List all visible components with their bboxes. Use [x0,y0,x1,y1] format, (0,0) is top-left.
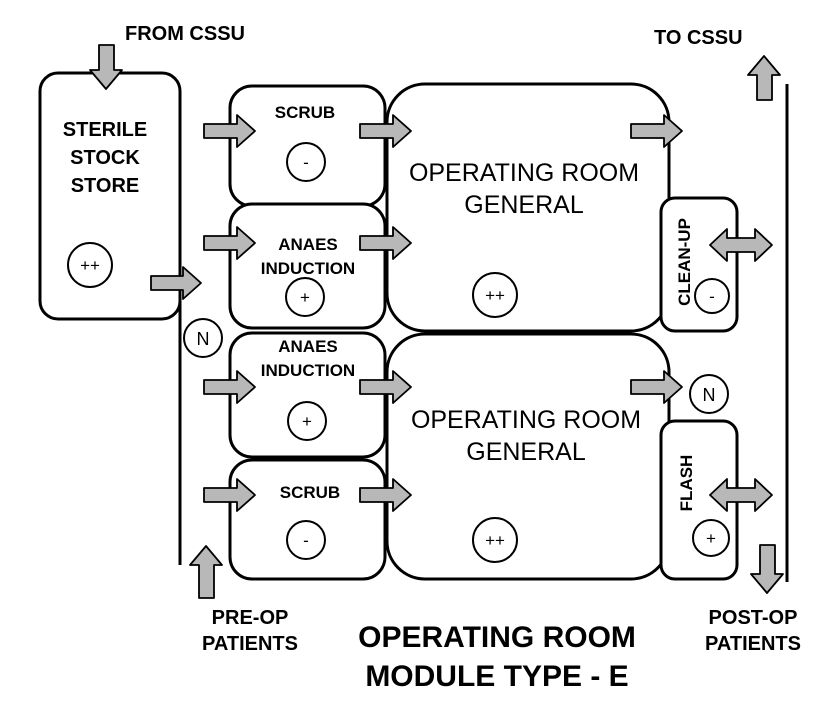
arrow-into-scrub-top-icon [203,114,256,148]
sterile-stock-store-room: STERILE STOCK STORE ++ [38,71,182,321]
anaes-bottom-label-1: ANAES [278,337,338,356]
arrow-scrub-top-to-or-icon [359,114,412,148]
arrow-to-cssu-up-icon [747,55,781,101]
operating-room-top: OPERATING ROOM GENERAL ++ [385,82,671,333]
or-top-pressure-symbol: ++ [485,286,505,305]
operating-room-bottom: OPERATING ROOM GENERAL ++ [385,332,671,581]
anaes-top-pressure-symbol: + [300,288,310,307]
sterile-store-pressure-symbol: ++ [80,256,100,275]
or-bottom-label-2: GENERAL [466,438,586,466]
arrow-anaes-top-to-or-icon [359,226,412,260]
pre-op-label-2: PATIENTS [202,633,298,655]
pre-op-label-1: PRE-OP [212,607,289,629]
post-op-label-1: POST-OP [709,607,798,629]
clean-up-room: CLEAN-UP - [659,196,739,333]
neutral-marker-right [689,374,729,414]
arrow-from-cssu-down-icon [89,44,123,90]
or-top-label-1: OPERATING ROOM [409,159,639,187]
anaes-top-label-2: INDUCTION [261,259,355,278]
arrow-into-scrub-bottom-icon [203,478,256,512]
arrow-scrub-bottom-to-or-icon [359,478,412,512]
or-bottom-pressure-circle [472,517,518,563]
sterile-store-label-2: STOCK [70,147,140,169]
double-arrow-flash-icon [709,478,773,512]
arrow-store-to-corridor-icon [150,266,202,300]
scrub-room-bottom: SCRUB - [228,458,387,581]
scrub-bottom-pressure-circle [286,520,326,560]
scrub-bottom-pressure-symbol: - [303,531,309,550]
sterile-store-label-1: STERILE [63,119,147,141]
neutral-marker-right-label: N [703,385,716,405]
double-arrow-clean-up-icon [709,228,773,262]
from-cssu-label: FROM CSSU [125,23,245,45]
flash-label: FLASH [677,455,696,512]
flash-room: FLASH + [659,419,739,581]
arrow-into-anaes-bottom-icon [203,370,256,404]
anaes-top-label-1: ANAES [278,235,338,254]
anaes-bottom-label-2: INDUCTION [261,361,355,380]
arrow-or-top-out-icon [630,114,683,148]
clean-up-label: CLEAN-UP [675,218,694,306]
sterile-store-pressure-circle [67,242,113,288]
scrub-bottom-label: SCRUB [280,483,340,502]
anaes-bottom-pressure-circle [287,401,327,441]
scrub-room-top: SCRUB - [228,84,387,208]
clean-up-pressure-circle [694,278,730,314]
sterile-store-label-3: STORE [71,175,140,197]
scrub-top-label: SCRUB [275,103,335,122]
flash-pressure-symbol: + [706,529,716,548]
anaes-top-pressure-circle [285,277,325,317]
or-bottom-pressure-symbol: ++ [485,531,505,550]
scrub-top-pressure-circle [286,142,326,182]
or-top-pressure-circle [472,272,518,318]
anaes-induction-room-top: ANAES INDUCTION + [228,202,387,330]
arrow-into-anaes-top-icon [203,226,256,260]
to-cssu-label: TO CSSU [654,27,743,49]
diagram-title-line-1: OPERATING ROOM [358,621,636,654]
post-op-label-2: PATIENTS [705,633,801,655]
or-bottom-label-1: OPERATING ROOM [411,406,641,434]
or-top-label-2: GENERAL [464,191,584,219]
arrow-pre-op-up-icon [189,545,223,599]
arrow-or-bottom-out-icon [630,370,683,404]
neutral-marker-left-label: N [197,329,210,349]
arrow-anaes-bottom-to-or-icon [359,370,412,404]
clean-up-pressure-symbol: - [709,287,715,306]
arrow-post-op-down-icon [750,544,784,594]
diagram-title-line-2: MODULE TYPE - E [365,660,628,693]
anaes-induction-room-bottom: ANAES INDUCTION + [228,331,387,459]
neutral-marker-left [183,318,223,358]
anaes-bottom-pressure-symbol: + [302,412,312,431]
flash-pressure-circle [692,519,730,557]
scrub-top-pressure-symbol: - [303,153,309,172]
